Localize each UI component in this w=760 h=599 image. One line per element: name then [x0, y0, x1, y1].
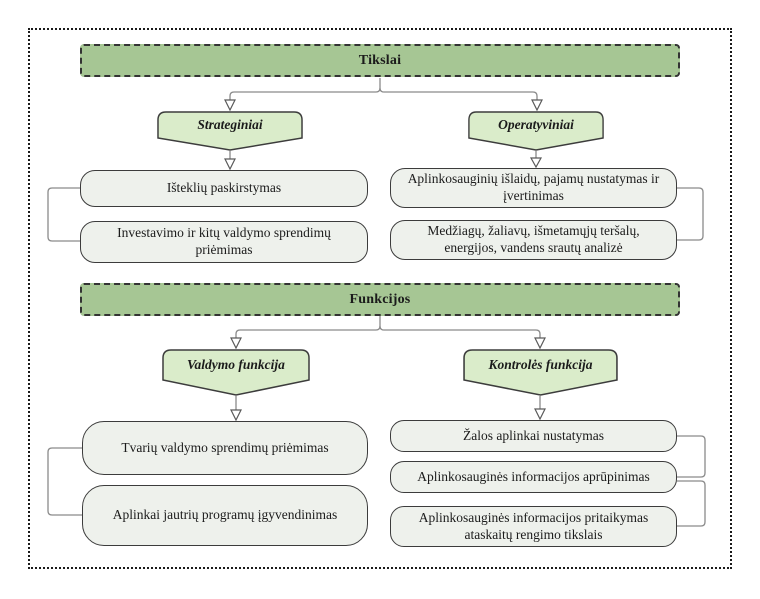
node-informacijos-pritaikymas: Aplinkosauginės informacijos pritaikymas… [390, 506, 677, 547]
pentagon-shape [162, 349, 310, 396]
branch-node-valdymo-funkcija: Valdymo funkcija [162, 349, 310, 396]
branch-label: Operatyviniai [498, 117, 574, 132]
node-investavimo-sprendimai: Investavimo ir kitų valdymo sprendimų pr… [80, 221, 368, 263]
node-informacijos-aprupinimas: Aplinkosauginės informacijos aprūpinimas [390, 461, 677, 493]
branch-node-strateginiai: Strateginiai [157, 111, 303, 151]
diagram-dotted-frame [28, 28, 732, 569]
pentagon-shape [468, 111, 604, 151]
node-tvariu-sprendimu: Tvarių valdymo sprendimų priėmimas [82, 421, 368, 475]
node-medziagu-srautu-analize: Medžiagų, žaliavų, išmetamųjų teršalų, e… [390, 220, 677, 260]
branch-label: Strateginiai [197, 117, 263, 132]
branch-label: Valdymo funkcija [187, 357, 285, 372]
node-istekliu-paskirstymas: Išteklių paskirstymas [80, 170, 368, 207]
node-aplinkai-jautriu-programu: Aplinkai jautrių programų įgyvendinimas [82, 485, 368, 546]
node-zalos-aplinkai: Žalos aplinkai nustatymas [390, 420, 677, 452]
section-header-funkcijos: Funkcijos [80, 283, 680, 316]
pentagon-shape [157, 111, 303, 151]
section-header-tikslai: Tikslai [80, 44, 680, 77]
branch-node-kontroles-funkcija: Kontrolės funkcija [463, 349, 618, 396]
branch-label: Kontrolės funkcija [488, 357, 593, 372]
branch-node-operatyviniai: Operatyviniai [468, 111, 604, 151]
node-aplinkosauginiu-islaidu: Aplinkosauginių išlaidų, pajamų nustatym… [390, 168, 677, 208]
pentagon-shape [463, 349, 618, 396]
